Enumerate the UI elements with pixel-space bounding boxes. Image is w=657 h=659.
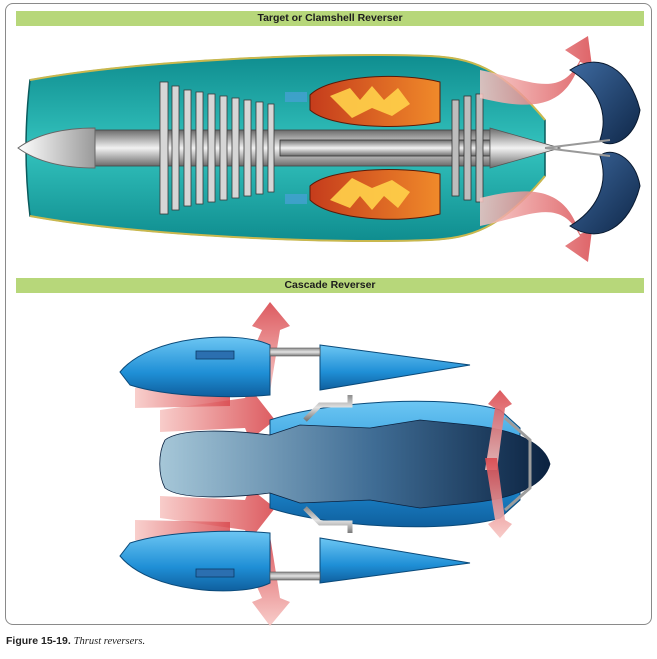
compressor-stages [159, 81, 275, 215]
cascade-reverser-illustration [119, 302, 551, 626]
figure-caption: Figure 15-19. Thrust reversers. [6, 635, 145, 647]
rear-flow-upper [485, 390, 512, 470]
cascade-sleeve-lower [319, 537, 471, 584]
engine-core [159, 419, 551, 509]
figure-caption-text: Thrust reversers. [73, 636, 146, 647]
clamshell-reverser-illustration [17, 36, 641, 262]
cascade-cowl-upper [119, 336, 271, 398]
clamshell-door-upper [569, 61, 641, 145]
exhaust-cone [489, 127, 562, 169]
cascade-panel-title: Cascade Reverser [16, 278, 644, 293]
combustion-chamber-lower [309, 169, 441, 220]
inlet-spinner [17, 127, 96, 169]
cascade-flow-upper [160, 388, 275, 440]
cascade-flow-lower [160, 488, 275, 540]
reversed-flow-upper [480, 36, 592, 105]
clamshell-panel-title: Target or Clamshell Reverser [16, 11, 644, 26]
combustion-chamber-upper [309, 75, 441, 127]
reversed-flow-lower [480, 191, 592, 262]
figure-number: Figure 15-19. [6, 635, 71, 647]
clamshell-door-lower [569, 151, 641, 235]
turbine-stages [451, 93, 484, 203]
cascade-sleeve-upper [319, 344, 471, 391]
cascade-cowl-lower [119, 530, 271, 592]
rear-flow-lower [485, 458, 512, 538]
